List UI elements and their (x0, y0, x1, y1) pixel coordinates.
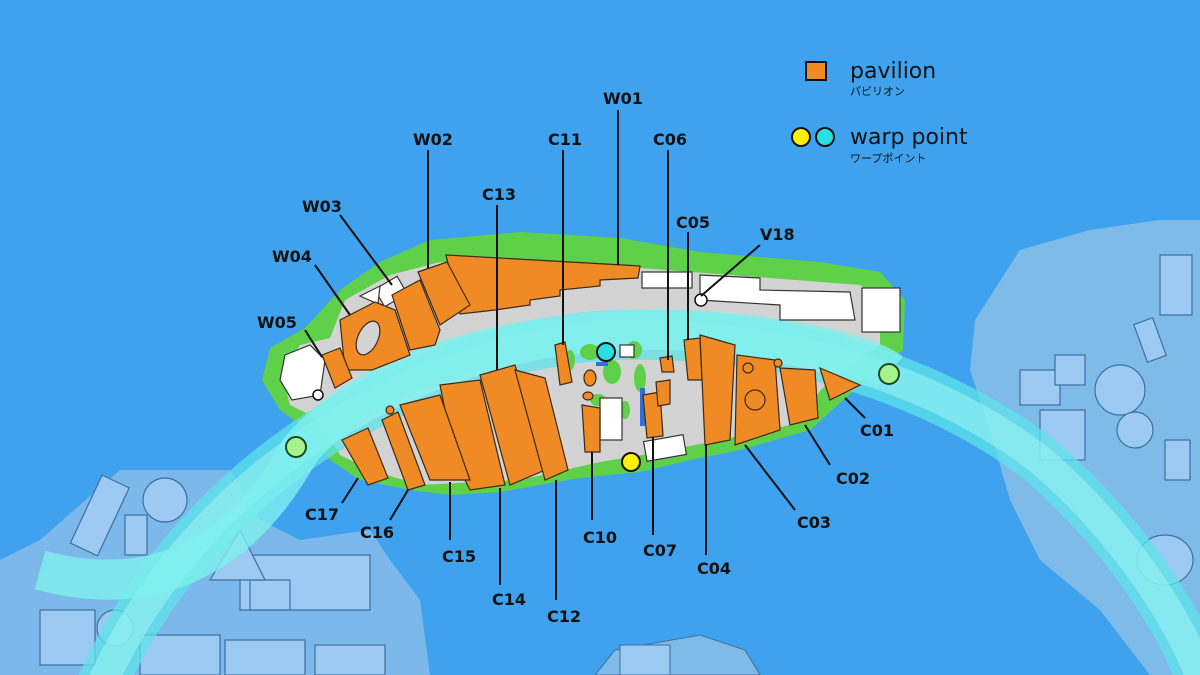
legend-pavilion-sub: パビリオン (850, 85, 905, 98)
pavilions (321, 254, 862, 491)
label-c10: C10 (583, 528, 617, 547)
pavilion-w02 (417, 261, 471, 326)
pavilion-c01 (819, 366, 862, 401)
legend-pavilion-label: pavilion (850, 59, 936, 84)
building-plaza-2 (642, 433, 688, 463)
legend-warp-cyan-swatch (815, 127, 835, 147)
label-w02: W02 (413, 130, 453, 149)
legend-pavilion-swatch (805, 61, 827, 81)
building-plaza-1 (599, 397, 623, 441)
label-c17: C17 (305, 505, 339, 524)
warp-points (285, 293, 900, 472)
building-east-long (699, 274, 856, 321)
label-w01: W01 (603, 89, 643, 108)
pavilion-c10-a (583, 369, 597, 387)
pavilion-w01 (445, 254, 641, 315)
building-east-square (861, 287, 901, 333)
pavilion-c03-dot (742, 362, 754, 374)
label-c03: C03 (797, 513, 831, 532)
building-plaza-3 (619, 344, 635, 358)
pavilion-c17 (341, 427, 389, 486)
label-c07: C07 (643, 541, 677, 560)
pavilion-w03-w04 (391, 279, 441, 351)
label-c13: C13 (482, 185, 516, 204)
label-w03: W03 (302, 197, 342, 216)
pavilion-c06-b (655, 379, 671, 407)
pavilion-c04-dot (773, 358, 783, 368)
pavilion-w04-ring (355, 320, 381, 356)
pavilion-c10 (581, 404, 601, 453)
water-features (596, 362, 645, 426)
label-c02: C02 (836, 469, 870, 488)
pavilion-c16 (381, 411, 426, 491)
label-c15: C15 (442, 547, 476, 566)
pavilion-c03-flower (744, 389, 766, 411)
legend-warp-sub: ワープポイント (850, 152, 926, 165)
label-w04: W04 (272, 247, 312, 266)
label-w05: W05 (257, 313, 297, 332)
label-c06: C06 (653, 130, 687, 149)
pavilion-w05 (321, 347, 353, 389)
building-w03-tri (358, 284, 381, 305)
pavilion-c10-b (582, 391, 594, 401)
pavilion-c15 (399, 394, 471, 481)
label-c01: C01 (860, 421, 894, 440)
label-c12: C12 (547, 607, 581, 626)
legend-warp-yellow-swatch (791, 127, 811, 147)
pavilion-c17-dot (385, 405, 395, 415)
marker-w05 (312, 389, 324, 401)
label-c04: C04 (697, 559, 731, 578)
warp-point-west (285, 436, 307, 458)
warp-point-east (878, 363, 900, 385)
label-v18: V18 (760, 225, 795, 244)
ring-arc-upper (34, 309, 903, 600)
pavilion-c12 (514, 369, 569, 481)
label-c14: C14 (492, 590, 526, 609)
marker-v18 (694, 293, 708, 307)
pavilion-c11 (554, 341, 573, 386)
legend-warp-label: warp point (850, 125, 968, 150)
label-c11: C11 (548, 130, 582, 149)
legend: pavilion パビリオン warp point ワープポイント (791, 59, 968, 165)
pavilion-c02 (779, 367, 819, 426)
labels: W01 W02 W03 W04 W05 C13 C11 C06 C05 V18 … (257, 89, 894, 626)
warp-point-cyan (596, 342, 616, 362)
leader-lines (304, 110, 866, 600)
distant-land-south (594, 634, 761, 675)
label-c05: C05 (676, 213, 710, 232)
label-c16: C16 (360, 523, 394, 542)
pavilion-c04 (699, 334, 736, 446)
warp-point-yellow (621, 452, 641, 472)
